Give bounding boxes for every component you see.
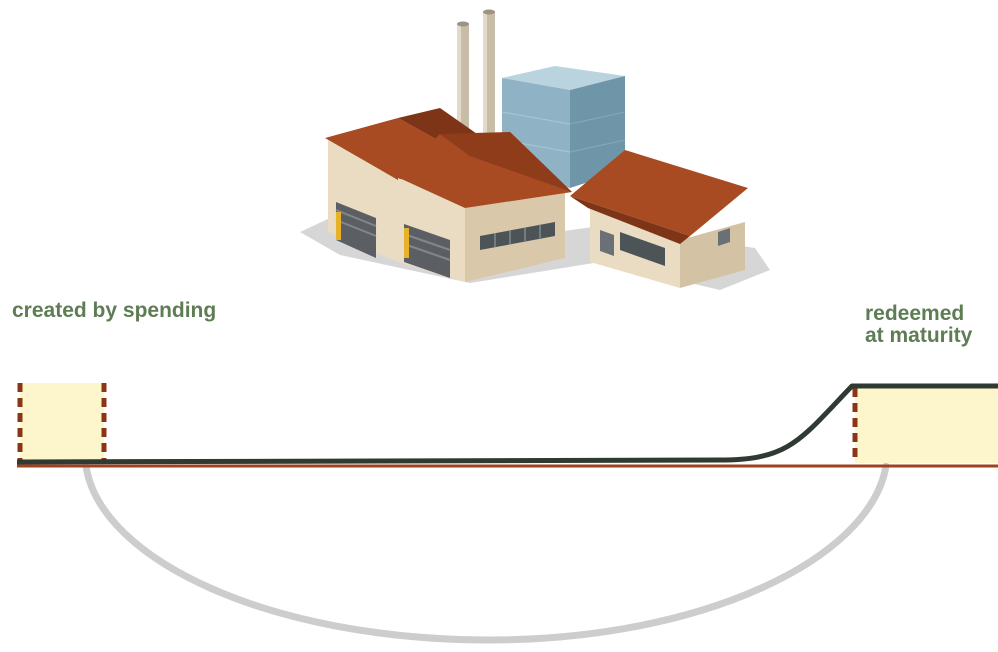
timeline — [16, 383, 998, 465]
factory-icon — [300, 9, 770, 290]
label-created-by-spending: created by spending — [12, 299, 217, 322]
chimney-left — [457, 21, 469, 142]
return-arc — [82, 462, 890, 644]
label-at-maturity: at maturity — [865, 324, 973, 347]
end-box — [852, 388, 998, 463]
building-right — [570, 150, 748, 288]
chimney-right — [483, 9, 495, 142]
label-redeemed-at-maturity: redeemed at maturity — [865, 303, 972, 347]
label-redeemed: redeemed — [865, 302, 965, 325]
building-middle — [395, 132, 572, 282]
start-box — [17, 383, 107, 463]
